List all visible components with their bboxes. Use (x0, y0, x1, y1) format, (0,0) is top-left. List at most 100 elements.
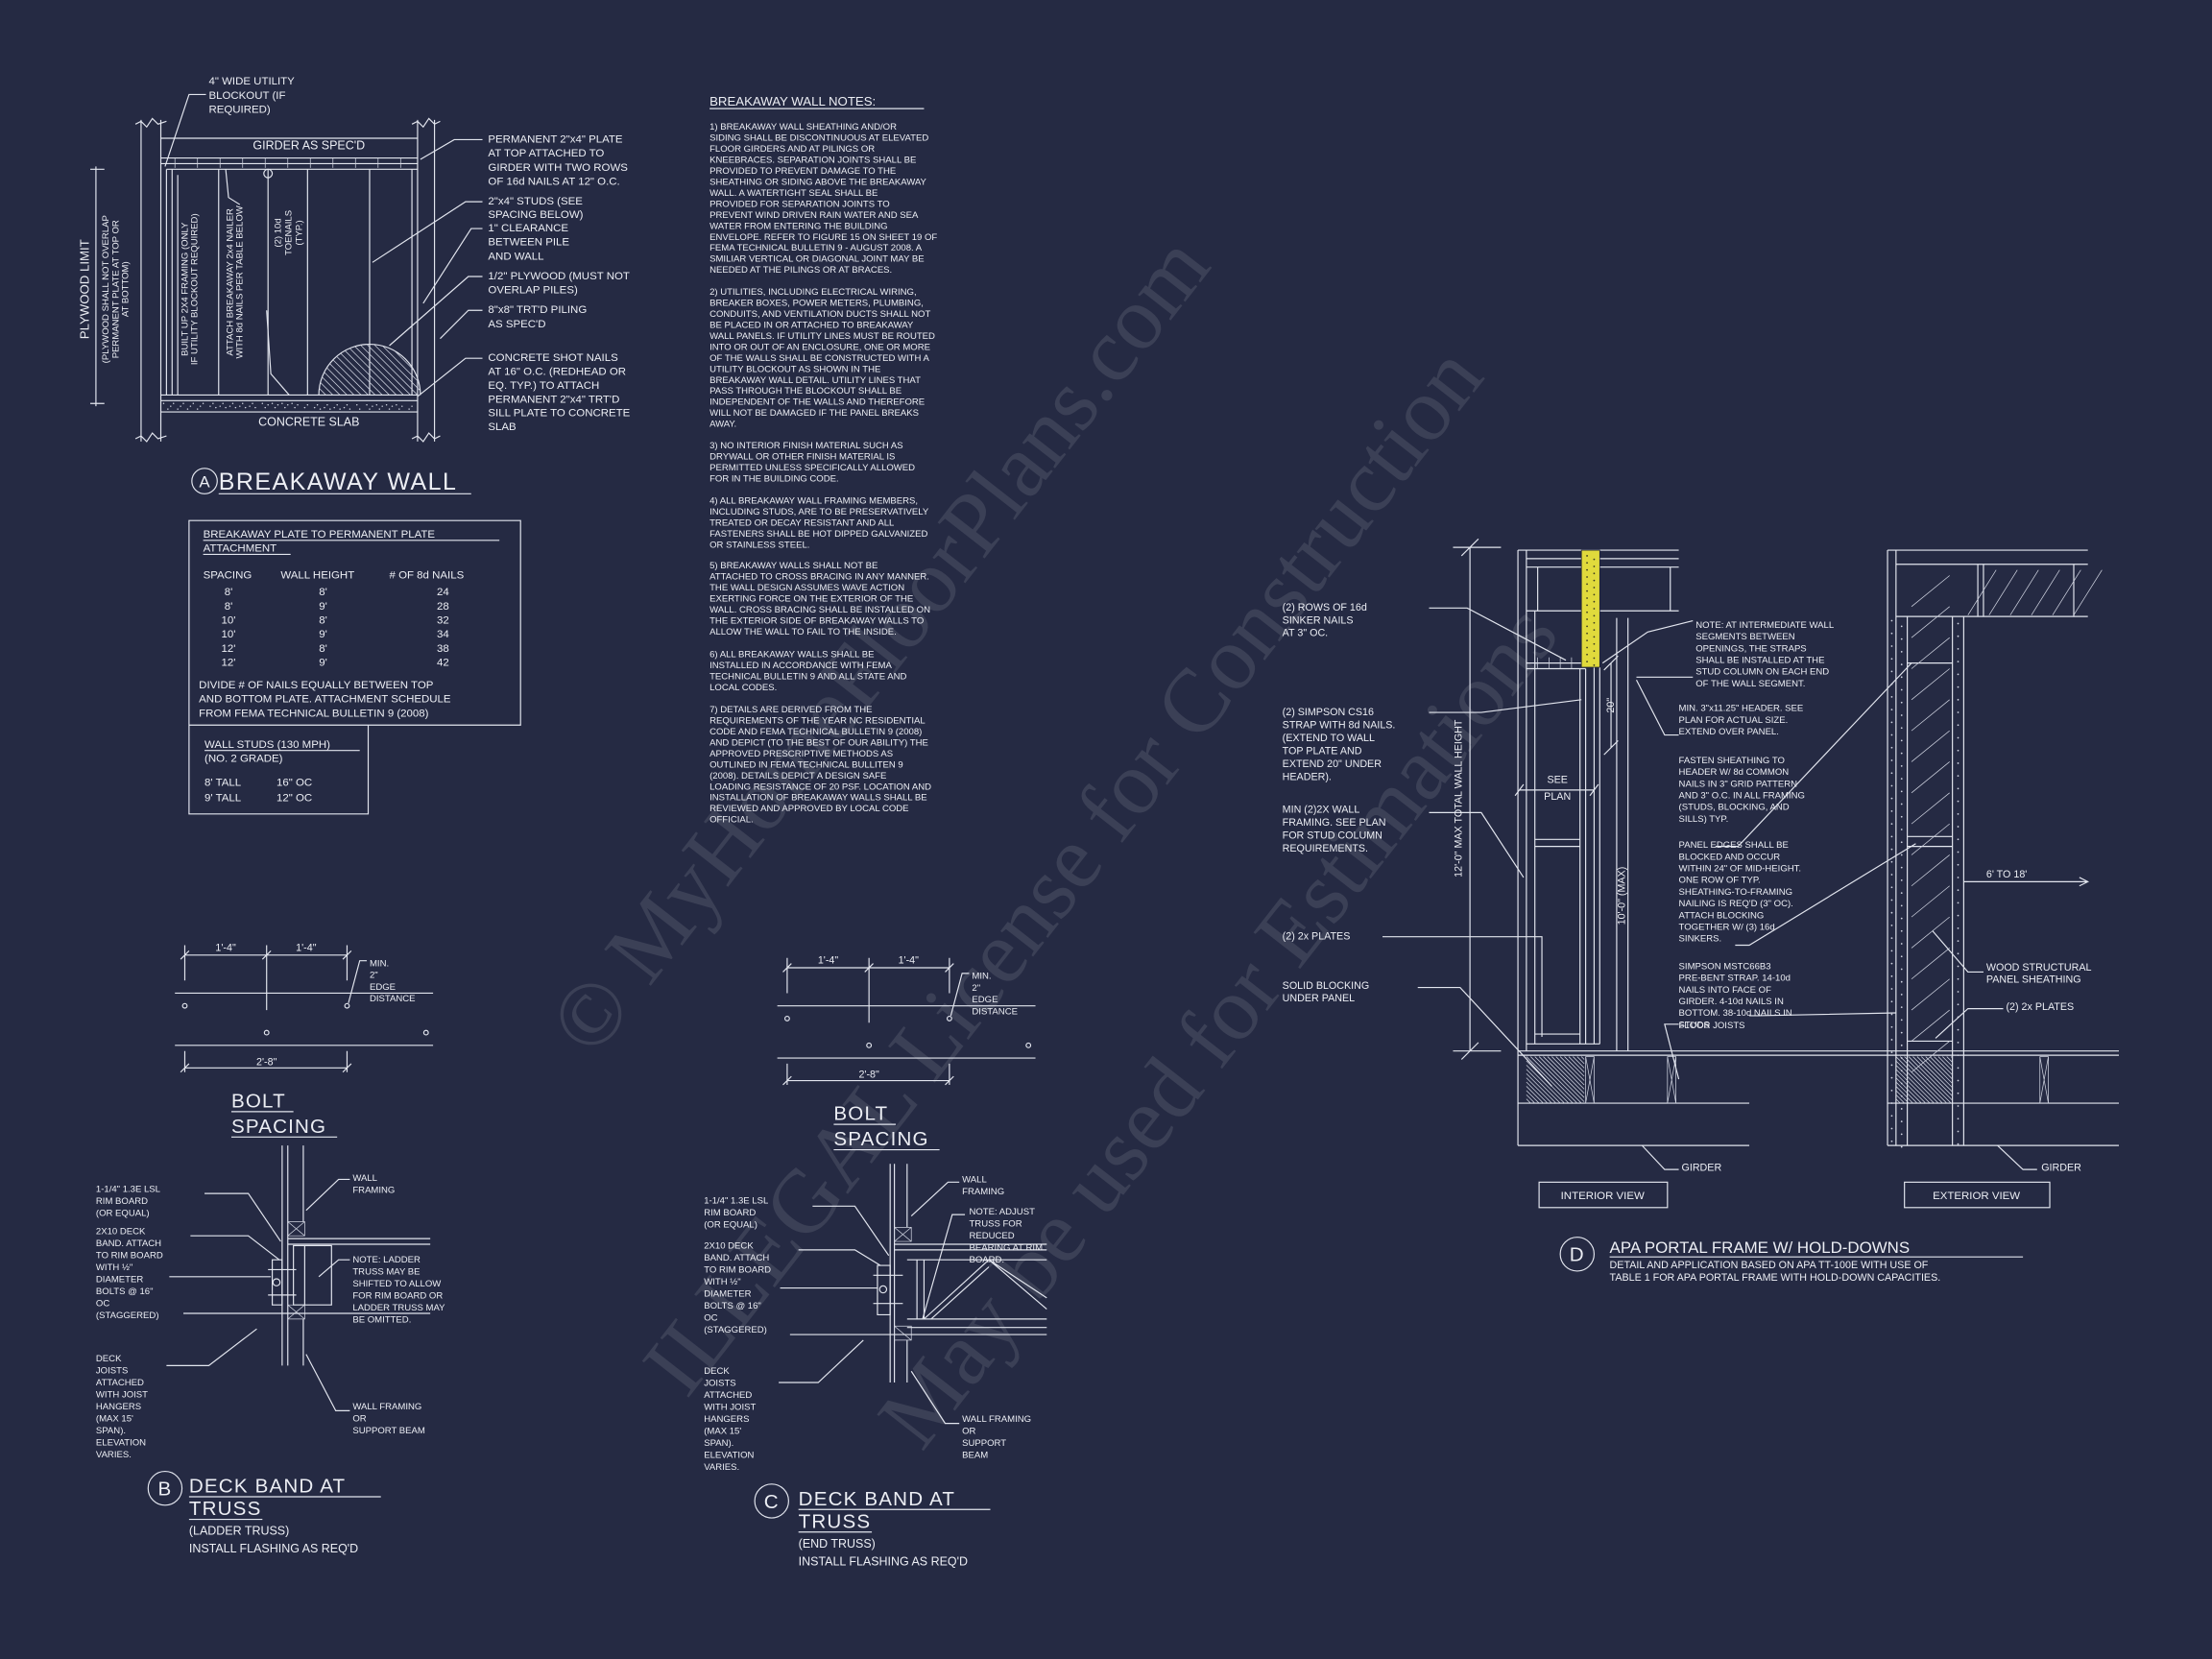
text-line: EDGE (370, 982, 396, 993)
text-line: VARIES. (704, 1462, 739, 1473)
cell-wall-height: 8' (319, 643, 327, 655)
text-line: MIN. (972, 972, 991, 982)
detail-tag-circle (1559, 1237, 1595, 1272)
text-line: GIRDER. 4-10d NAILS IN (1679, 997, 1784, 1007)
bolt-spacing-dim: 1'-4" (899, 955, 920, 967)
text-line: WALL PANELS. IF UTILITY LINES MUST BE RO… (709, 331, 935, 342)
detail-subtitle: DETAIL AND APPLICATION BASED ON APA TT-1… (1610, 1260, 1941, 1284)
text-line: TRUSS (189, 1498, 262, 1520)
cell-spacing: 10' (222, 614, 236, 626)
cell-wall-height: 8' (319, 614, 327, 626)
text-line: AND BOTTOM PLATE. ATTACHMENT SCHEDULE (199, 694, 451, 706)
toenails-label: (2) 10dTOENAILS(TYP.) (273, 210, 304, 255)
text-line: (2) SIMPSON CS16 (1283, 707, 1374, 718)
text-line: SPAN). (704, 1438, 733, 1449)
note-4: 4) ALL BREAKAWAY WALL FRAMING MEMBERS,IN… (709, 496, 929, 551)
text-line: PANEL SHEATHING (1986, 974, 2081, 985)
detail-title: APA PORTAL FRAME W/ HOLD-DOWNS (1610, 1238, 1911, 1257)
plywood-limit-label: PLYWOOD LIMIT (78, 239, 92, 339)
text-line: NEEDED AT THE PILINGS OR AT BRACES. (709, 265, 892, 276)
col-header-wall-height: WALL HEIGHT (280, 569, 354, 581)
text-line: PERMANENT 2"x4" TRT'D (488, 394, 619, 405)
detail-tag: A (199, 473, 210, 492)
text-line: MIN. (370, 959, 389, 970)
text-line: DECK (96, 1354, 122, 1364)
exterior-view-drawing (1715, 549, 2103, 1209)
text-line: UTILITY BLOCKOUT AS SHOWN IN THE (709, 364, 880, 374)
text-line: 8"x8" TRT'D PILING (488, 304, 587, 316)
text-line: SUPPORT (962, 1438, 1006, 1449)
text-line: FASTEN SHEATHING TO (1679, 756, 1785, 766)
text-line: WITH JOIST (704, 1403, 756, 1413)
detail-tag-circle (191, 468, 218, 494)
text-line: 1/2" PLYWOOD (MUST NOT (488, 271, 629, 282)
text-line: DECK BAND AT (799, 1488, 955, 1510)
text-line: ONE ROW OF TYP. (1679, 876, 1761, 886)
stud-row-spacing: 12" OC (276, 793, 312, 805)
attach-nailer-label: ATTACH BREAKAWAY 2x4 NAILERWITH 8d NAILS… (225, 205, 245, 358)
notes-title: BREAKAWAY WALL NOTES: (709, 94, 876, 108)
text-line: MIN (2)2X WALL (1283, 804, 1360, 815)
text-line: FOR RIM BOARD OR (352, 1291, 443, 1302)
detail-tag: C (764, 1491, 780, 1513)
text-line: OR STAINLESS STEEL. (709, 540, 809, 550)
text-line: LADDER TRUSS MAY (352, 1303, 445, 1313)
text-line: INCLUDING STUDS, ARE TO BE PRESERVATIVEL… (709, 507, 929, 517)
text-line: OF THE WALLS SHALL BE CONSTRUCTED WITH A (709, 353, 929, 364)
text-line: DIAMETER (96, 1275, 143, 1286)
text-line: OC (704, 1312, 717, 1323)
text-line: 2X10 DECK (704, 1240, 754, 1251)
text-line: KNEEBRACES. SEPARATION JOINTS SHALL BE (709, 156, 916, 166)
text-line: NAILS IN 3" GRID PATTERN (1679, 779, 1798, 789)
bolt-total-dim: 2'-8" (858, 1070, 879, 1081)
text-line: EQ. TYP.) TO ATTACH (488, 380, 599, 392)
text-line: (TYP.) (294, 220, 304, 245)
detail-subtitle: (END TRUSS)INSTALL FLASHING AS REQ'D (799, 1537, 968, 1568)
text-line: (STAGGERED) (704, 1325, 767, 1335)
text-line: SEGMENTS BETWEEN (1695, 632, 1795, 642)
text-line: SILL PLATE TO CONCRETE (488, 408, 630, 420)
text-line: SIDING SHALL BE DISCONTINUOUS AT ELEVATE… (709, 133, 928, 144)
text-line: FEMA TECHNICAL BULLETIN 9 - AUGUST 2008.… (709, 243, 923, 253)
text-line: BOLTS @ 16" (96, 1286, 154, 1297)
stud-row-height: 9' TALL (204, 793, 241, 805)
text-line: AND DEPICT (TO THE BEST OF OUR ABILITY) … (709, 737, 928, 748)
text-line: DISTANCE (972, 1006, 1018, 1017)
text-line: PLAN (1544, 791, 1571, 803)
built-up-framing-label: BUILT UP 2X4 FRAMING (ONLYIF UTILITY BLO… (180, 213, 200, 365)
text-line: ELEVATION (704, 1451, 754, 1461)
text-line: 2"x4" STUDS (SEE (488, 196, 583, 207)
bolt-spacing-dim: 1'-4" (215, 942, 236, 953)
girder-label: GIRDER AS SPEC'D (252, 139, 365, 153)
text-line: BOARD. (969, 1255, 1004, 1265)
cell-spacing: 12' (222, 643, 236, 655)
text-line: 4) ALL BREAKAWAY WALL FRAMING MEMBERS, (709, 496, 918, 507)
text-line: (STUDS, BLOCKING, AND (1679, 803, 1790, 813)
text-line: (OR EQUAL) (704, 1219, 757, 1230)
text-line: INSTALL FLASHING AS REQ'D (799, 1554, 968, 1568)
text-line: REVIEWED AND APPROVED BY LOCAL CODE (709, 804, 908, 814)
text-line: WALL FRAMING (962, 1414, 1031, 1425)
text-line: INTO OR OUT OF AN ENCLOSURE, ONE OR MORE (709, 342, 930, 352)
text-line: NAILING IS REQ'D (3" OC). (1679, 899, 1793, 909)
text-line: SIMPSON MSTC66B3 (1679, 961, 1771, 972)
text-line: BEAM (962, 1451, 988, 1461)
text-line: HANGERS (96, 1402, 141, 1412)
text-line: (2008). DETAILS DEPICT A DESIGN SAFE (709, 771, 886, 781)
text-line: EDGE (972, 995, 998, 1005)
breakaway-wall-notes: BREAKAWAY WALL NOTES: 1) BREAKAWAY WALL … (709, 94, 937, 825)
text-line: BLOCKED AND OCCUR (1679, 852, 1781, 862)
text-line: SMILIAR VERTICAL OR DIAGONAL JOINT MAY B… (709, 254, 925, 265)
text-line: TO RIM BOARD (96, 1251, 163, 1262)
text-line: 1-1/4" 1.3E LSL (704, 1195, 768, 1206)
